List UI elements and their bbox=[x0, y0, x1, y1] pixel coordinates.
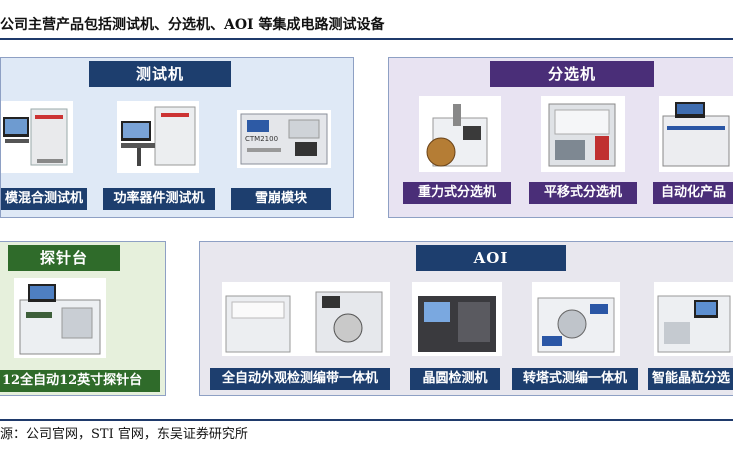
aoi-tape-machine-icon bbox=[222, 282, 390, 356]
translation-sorter-icon bbox=[541, 96, 625, 172]
tester-header: 测试机 bbox=[89, 61, 231, 87]
sorter-item-translation: 平移式分选机 bbox=[529, 182, 637, 204]
source-note: 源：公司官网，STI 官网，东吴证券研究所 bbox=[0, 427, 248, 442]
sorter-panel: 分选机 重力式分选机 平移式分选机 自动化产品 bbox=[388, 57, 733, 218]
automation-product-icon bbox=[659, 96, 733, 172]
power-tester-machine-icon bbox=[117, 101, 199, 173]
avalanche-module-icon: CTM2100 bbox=[237, 110, 331, 168]
tester-machine-icon bbox=[1, 101, 73, 173]
prober-item-12inch: 12全自动12英寸探针台 bbox=[0, 370, 160, 392]
turret-test-tape-icon bbox=[532, 282, 620, 356]
aoi-item-wafer: 晶圆检测机 bbox=[410, 368, 500, 390]
bottom-divider bbox=[0, 419, 733, 421]
aoi-item-turret: 转塔式测编一体机 bbox=[512, 368, 638, 390]
tester-panel: 测试机 CTM2100 模混合测试机 功率器件 bbox=[0, 57, 354, 218]
die-sorter-icon bbox=[654, 282, 733, 356]
device-label: CTM2100 bbox=[245, 135, 279, 143]
top-divider bbox=[0, 38, 733, 40]
tester-item-power: 功率器件测试机 bbox=[103, 188, 215, 210]
gravity-sorter-icon bbox=[419, 96, 501, 172]
tester-item-mixed: 模混合测试机 bbox=[1, 188, 87, 210]
prober-header: 探针台 bbox=[8, 245, 120, 271]
page-title: 公司主营产品包括测试机、分选机、AOI 等集成电路测试设备 bbox=[0, 17, 385, 33]
aoi-item-die-sorter: 智能晶粒分选 bbox=[648, 368, 733, 390]
prober-machine-icon bbox=[14, 278, 106, 358]
tester-item-avalanche: 雪崩模块 bbox=[231, 188, 331, 210]
aoi-panel: AOI 全自动外观检测编带一体机 晶 bbox=[199, 241, 733, 396]
sorter-header: 分选机 bbox=[490, 61, 654, 87]
sorter-item-gravity: 重力式分选机 bbox=[403, 182, 511, 204]
sorter-item-automation: 自动化产品 bbox=[653, 182, 733, 204]
aoi-header: AOI bbox=[416, 245, 566, 271]
prober-panel: 探针台 12全自动12英寸探针台 bbox=[0, 241, 166, 396]
aoi-item-tape-integrated: 全自动外观检测编带一体机 bbox=[210, 368, 390, 390]
wafer-inspection-icon bbox=[412, 282, 502, 356]
